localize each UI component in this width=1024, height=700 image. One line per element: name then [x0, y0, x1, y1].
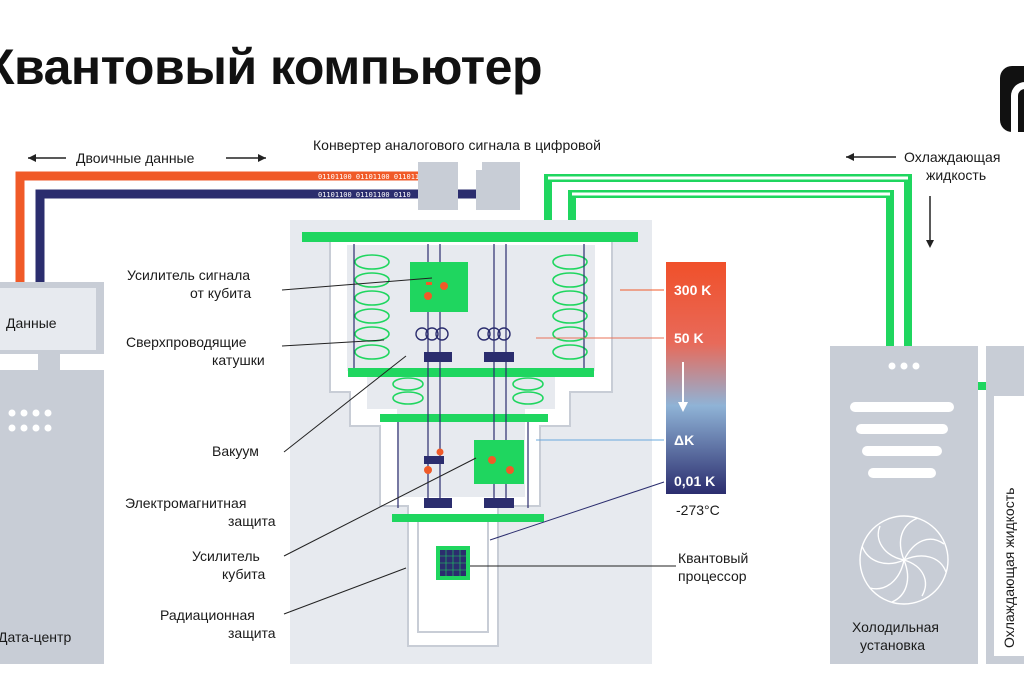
- qubit-amplifier: [424, 440, 524, 484]
- coolant-vertical-label: Охлаждающая жидкость: [1001, 488, 1017, 648]
- qubit-amp-label-1: Усилитель сигнала: [127, 267, 250, 283]
- qubit-amp-label-2: от кубита: [190, 285, 251, 301]
- coolant-label: Охлаждающая жидкость: [846, 149, 1000, 248]
- data-label: Данные: [6, 315, 57, 331]
- navy-bits: 01101100 01101100 0110: [318, 191, 411, 199]
- refrigeration-unit: Холодильная установка: [830, 346, 978, 664]
- fridge-vent-bars: [850, 402, 954, 478]
- superconducting-coils: [354, 254, 588, 405]
- fan-icon: [859, 515, 949, 605]
- absolute-zero: -273°C: [676, 502, 720, 518]
- coil-loops: [415, 327, 511, 341]
- processor-label-2: процессор: [678, 568, 747, 584]
- coolant-lines: [544, 174, 1024, 390]
- coolant-text-1: Охлаждающая: [904, 149, 1000, 165]
- binary-data-text: Двоичные данные: [76, 150, 195, 166]
- processor-label-1: Квантовый: [678, 550, 748, 566]
- fridge-label-2: установка: [860, 637, 925, 653]
- vacuum-label: Вакуум: [212, 443, 259, 459]
- coils-label-2: катушки: [212, 352, 265, 368]
- qubit-amplifier-label-1: Усилитель: [192, 548, 260, 564]
- brand-logo-icon: [1000, 66, 1024, 139]
- temperature-scale: 300 K 50 K ΔK 0,01 K -273°C: [666, 262, 726, 518]
- coolant-text-2: жидкость: [926, 167, 986, 183]
- wire-connectors: [424, 352, 514, 508]
- page-title: Квантовый компьютер: [0, 39, 543, 95]
- data-center: Данные Дата-центр: [0, 282, 104, 664]
- adc-converters: [418, 162, 520, 210]
- datacenter-label: Дата-центр: [0, 629, 71, 645]
- orange-bits: 01101100 01101100 01101100 0110111: [318, 173, 461, 181]
- coolant-tank: Охлаждающая жидкость: [986, 346, 1024, 664]
- callouts: Усилитель сигнала от кубита Сверхпроводя…: [125, 267, 748, 641]
- temperature-pointers: [489, 289, 665, 541]
- quantum-processor-chip: [436, 546, 470, 580]
- qubit-amplifier-label-2: кубита: [222, 566, 266, 582]
- converter-label: Конвертер аналогового сигнала в цифровой: [313, 137, 601, 153]
- temp-50k: 50 K: [674, 330, 704, 346]
- em-shield-label-2: защита: [228, 513, 276, 529]
- qubit-signal-amplifier: [410, 262, 468, 312]
- temp-300k: 300 K: [674, 282, 711, 298]
- em-shield-label-1: Электромагнитная: [125, 495, 246, 511]
- radiation-shield-label-1: Радиационная: [160, 607, 255, 623]
- green-plates: [302, 232, 638, 522]
- binary-data-label: Двоичные данные: [28, 150, 266, 166]
- coils-label-1: Сверхпроводящие: [126, 334, 247, 350]
- cryostat: [290, 220, 652, 664]
- temp-delta-k: ΔK: [674, 432, 694, 448]
- datacenter-vents: [8, 409, 52, 432]
- temp-001k: 0,01 K: [674, 473, 715, 489]
- radiation-shield-label-2: защита: [228, 625, 276, 641]
- fridge-label-1: Холодильная: [852, 619, 939, 635]
